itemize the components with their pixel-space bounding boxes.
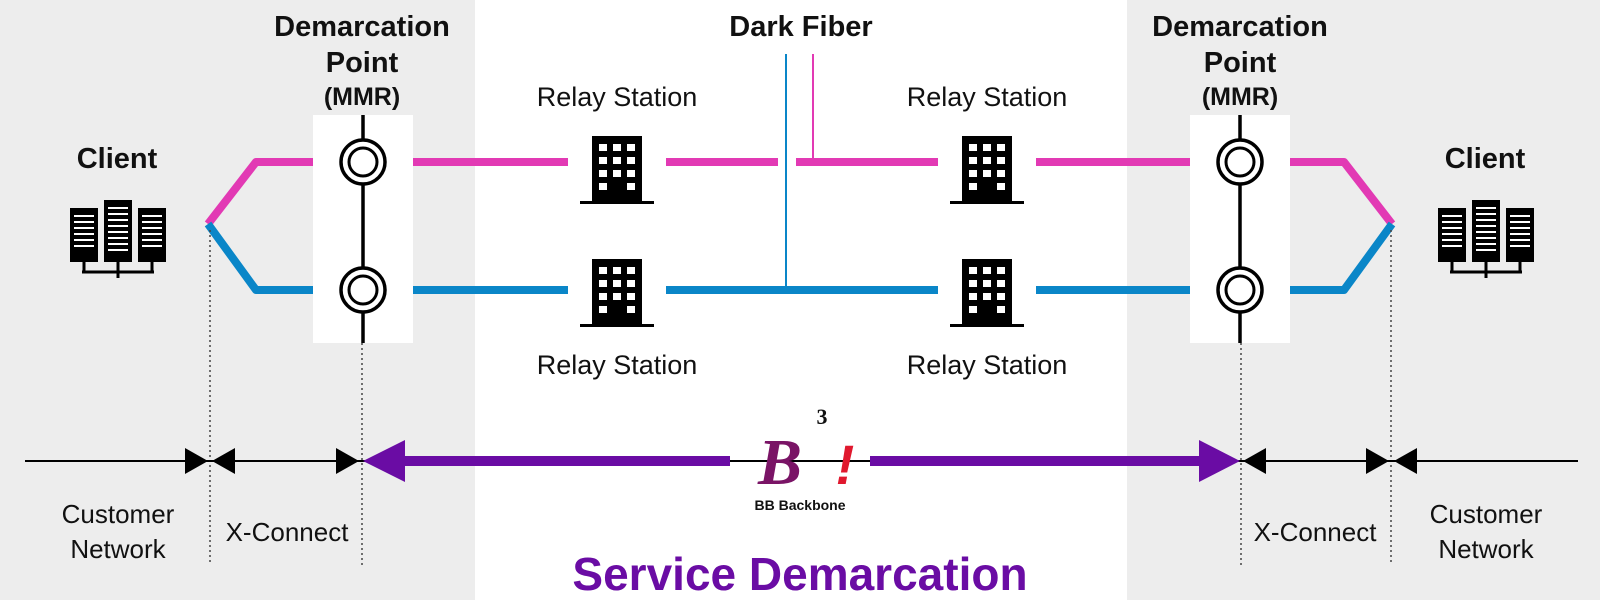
demarc-left-line3: (MMR) [324,83,400,111]
demarc-right-line3: (MMR) [1202,83,1278,111]
client-right-label: Client [1445,143,1526,175]
customer-network-left-line1: Customer [62,499,175,529]
logo-letter: B [757,426,802,499]
customer-network-left-line2: Network [70,534,166,564]
service-demarcation-title: Service Demarcation [572,548,1027,600]
demarc-right-line1: Demarcation [1152,11,1328,43]
boundary-dotted-lines [209,230,1392,565]
relay-bottom-left-label: Relay Station [537,350,698,380]
magenta-fiber-route [204,158,1396,227]
demarc-right-line2: Point [1204,47,1277,79]
client-left-label: Client [77,143,158,175]
fiber-connector-icon [339,138,387,186]
relay-top-left-label: Relay Station [537,82,698,112]
xconnect-right-label: X-Connect [1254,517,1378,547]
dark-fiber-label: Dark Fiber [729,11,872,43]
xconnect-left-label: X-Connect [226,517,350,547]
service-area-panel [475,0,1127,600]
fiber-connector-icon [339,266,387,314]
demarc-left-line1: Demarcation [274,11,450,43]
relay-bottom-right-label: Relay Station [907,350,1068,380]
segment-arrowheads [185,448,1417,474]
customer-network-right-line2: Network [1438,534,1534,564]
fiber-connector-icon [1216,266,1264,314]
client-server-icon-left [68,198,168,280]
logo-exclamation: ! [836,433,855,496]
logo-superscript: 3 [817,404,828,429]
bb-backbone-logo: B 3 ! BB Backbone [754,404,854,513]
fiber-connector-icon [1216,138,1264,186]
blue-fiber-route [204,221,1396,294]
demarc-left-line2: Point [326,47,399,79]
logo-caption: BB Backbone [754,497,845,513]
relay-top-right-label: Relay Station [907,82,1068,112]
client-server-icon-right [1436,198,1536,280]
service-span-arrow [363,440,1240,482]
customer-network-right-line1: Customer [1430,499,1543,529]
